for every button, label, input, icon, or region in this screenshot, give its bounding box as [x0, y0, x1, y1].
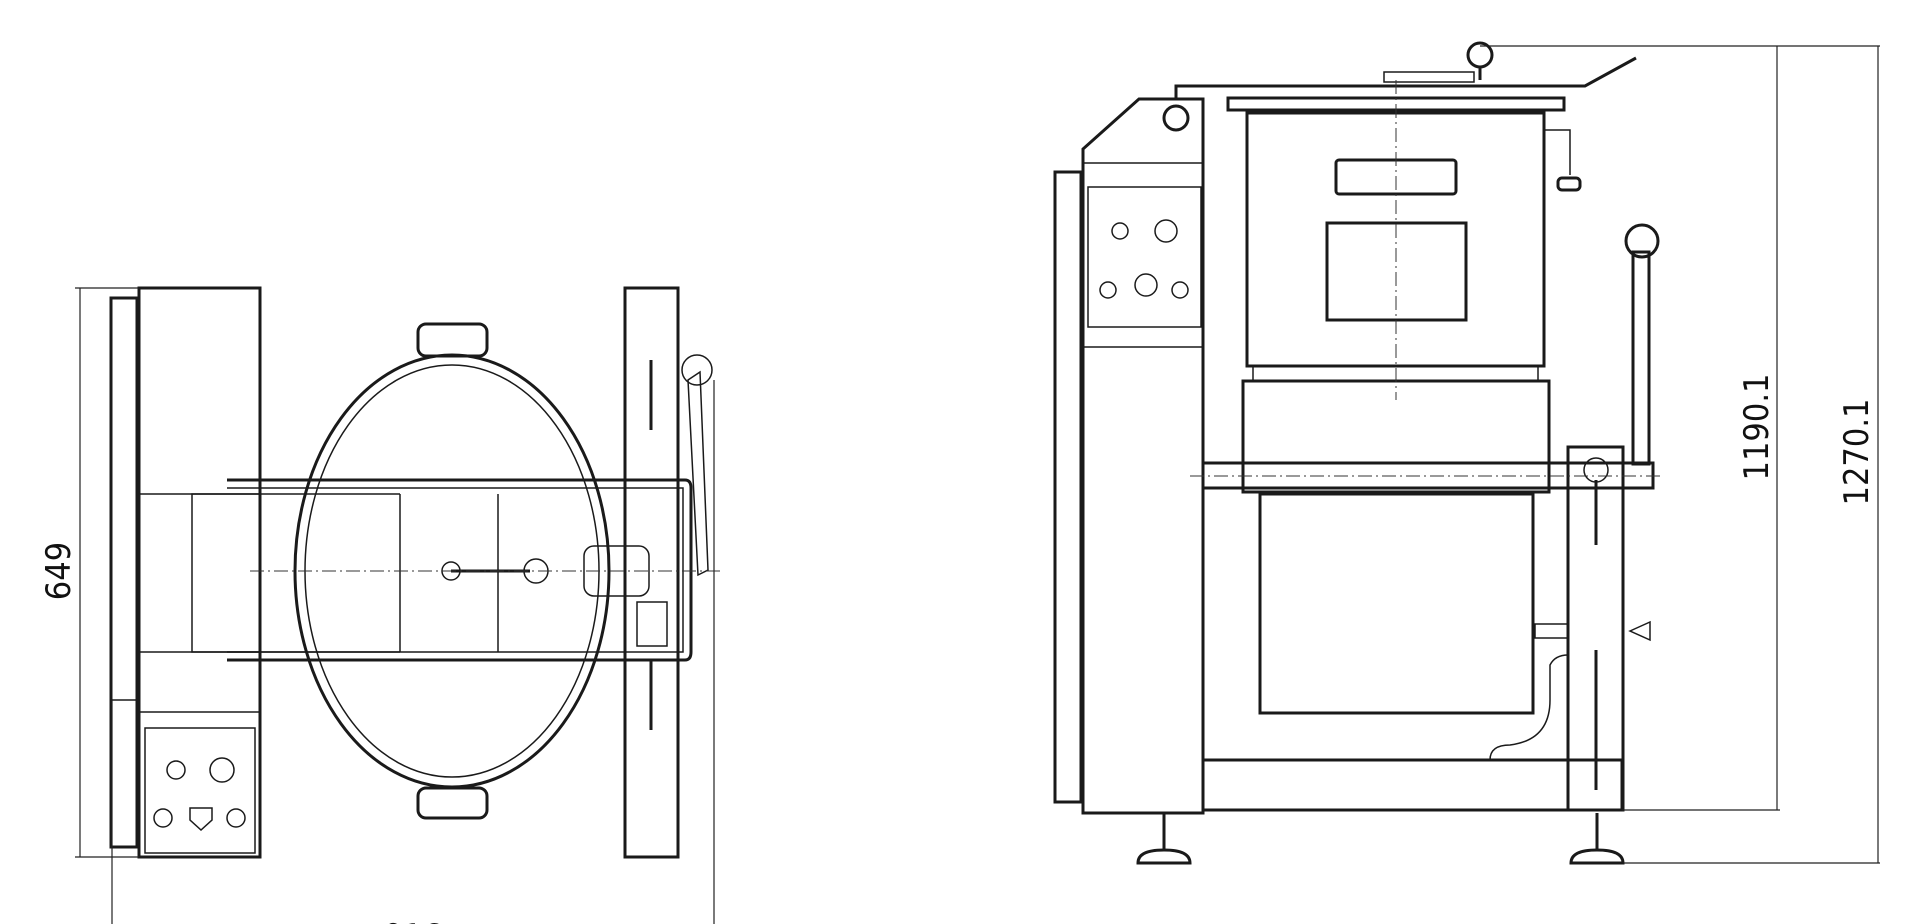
tilt-lever-top	[687, 370, 709, 577]
bowl-handle-bottom	[416, 786, 489, 820]
top-view: 649 916	[39, 286, 720, 924]
lid-frame	[227, 478, 693, 662]
body-height-label: 1190.1	[1737, 374, 1777, 481]
hinge	[1162, 104, 1190, 132]
motor-column	[1081, 97, 1205, 815]
depth-label: 649	[39, 542, 79, 600]
leveling-foot-left	[1136, 813, 1192, 865]
total-height-label: 1270.1	[1837, 399, 1877, 506]
back-panel	[109, 296, 139, 849]
motor-housing	[137, 286, 262, 859]
lever-ball	[1624, 223, 1660, 259]
control-knobs-top	[153, 757, 246, 832]
control-panel-side	[1087, 186, 1202, 328]
clamp	[636, 601, 668, 647]
tilt-lever	[1631, 250, 1651, 466]
control-knobs-side	[1099, 219, 1189, 299]
control-panel-top	[144, 727, 256, 854]
side-view: 1190.1 1270.1	[1053, 41, 1880, 865]
leveling-foot-right	[1569, 813, 1625, 865]
bowl-handle-top	[416, 322, 489, 358]
base-frame	[1201, 758, 1624, 812]
lid-arm	[1174, 56, 1637, 100]
side-post-top	[623, 286, 680, 859]
side-strip	[1053, 170, 1083, 804]
width-label: 916	[384, 917, 442, 924]
lower-tub	[1258, 492, 1535, 715]
